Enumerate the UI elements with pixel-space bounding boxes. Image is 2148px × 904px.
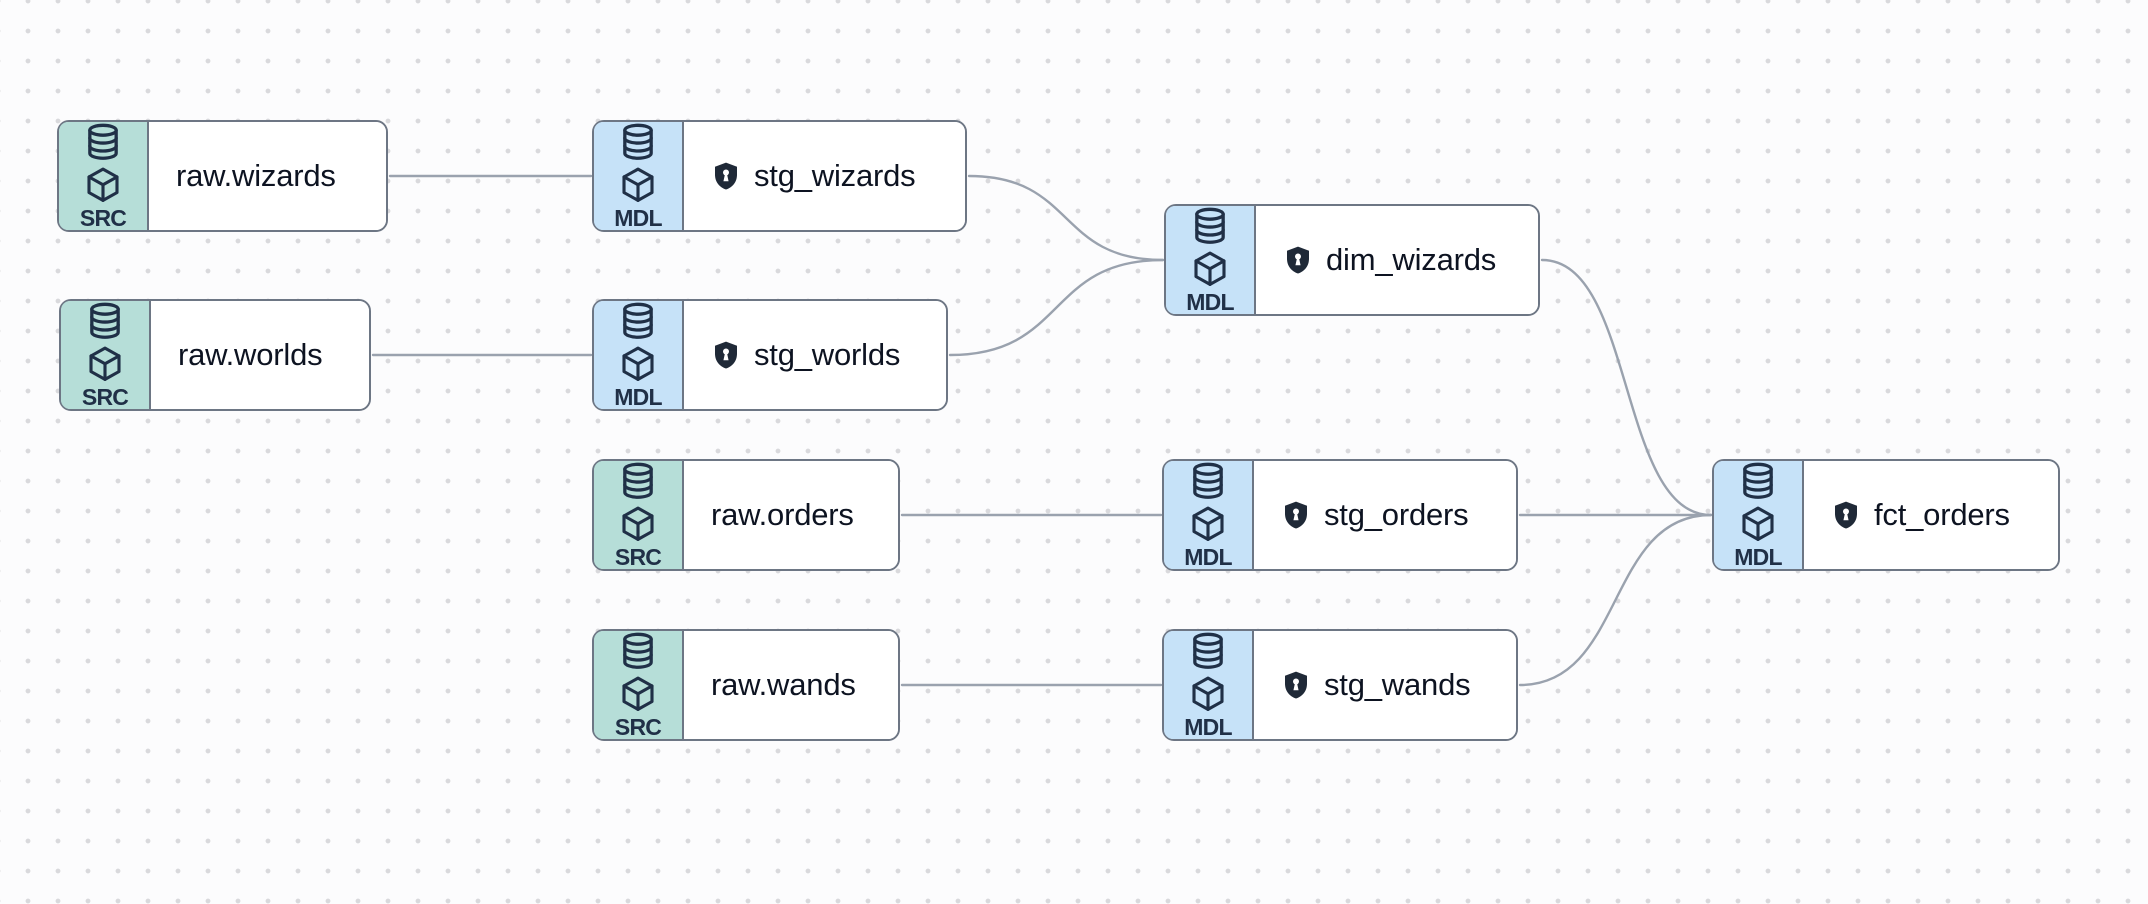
database-icon <box>88 123 118 160</box>
node-label: stg_worlds <box>754 337 901 372</box>
node-type-badge: MDL <box>594 122 684 230</box>
node-type-badge: SRC <box>594 631 684 739</box>
cube-icon <box>622 346 654 381</box>
edge-stg_wizards-to-dim_wizards <box>967 174 1165 262</box>
database-icon <box>1743 462 1773 499</box>
node-label: stg_orders <box>1324 497 1469 532</box>
node-body: raw.wizards <box>149 122 386 230</box>
node-type-label: SRC <box>614 544 662 570</box>
node-label: raw.wands <box>711 667 856 702</box>
node-type-badge: SRC <box>61 301 151 409</box>
shield-icon <box>715 162 737 190</box>
node-body: dim_wizards <box>1256 206 1538 314</box>
node-stg_wands[interactable]: MDL stg_wands <box>1162 629 1518 741</box>
node-type-badge: MDL <box>1166 206 1256 314</box>
node-body: stg_worlds <box>684 301 946 409</box>
database-icon <box>90 302 120 339</box>
node-stg_orders[interactable]: MDL stg_orders <box>1162 459 1518 571</box>
node-stg_wizards[interactable]: MDL stg_wizards <box>592 120 967 232</box>
cube-icon <box>1192 506 1224 541</box>
node-raw_wands[interactable]: SRC raw.wands <box>592 629 900 741</box>
cube-icon <box>1742 506 1774 541</box>
shield-icon <box>1285 671 1307 699</box>
node-type-label: SRC <box>81 384 129 410</box>
database-icon <box>623 462 653 499</box>
node-raw_wizards[interactable]: SRC raw.wizards <box>57 120 388 232</box>
node-dim_wizards[interactable]: MDL dim_wizards <box>1164 204 1540 316</box>
node-type-badge: SRC <box>59 122 149 230</box>
node-type-label: MDL <box>614 384 662 410</box>
cube-icon <box>1194 251 1226 286</box>
node-label: stg_wands <box>1324 667 1471 702</box>
shield-icon <box>1835 501 1857 529</box>
node-label: dim_wizards <box>1326 242 1497 277</box>
node-type-label: MDL <box>1184 544 1232 570</box>
node-body: stg_orders <box>1254 461 1516 569</box>
cube-icon <box>89 346 121 381</box>
node-body: stg_wizards <box>684 122 965 230</box>
node-label: raw.orders <box>711 497 854 532</box>
node-body: fct_orders <box>1804 461 2058 569</box>
node-type-label: MDL <box>1734 544 1782 570</box>
database-icon <box>1193 462 1223 499</box>
node-label: stg_wizards <box>754 158 916 193</box>
cube-icon <box>87 167 119 202</box>
node-type-label: SRC <box>614 714 662 740</box>
edge-stg_wands-to-fct_orders <box>1518 513 1713 687</box>
edge-dim_wizards-to-fct_orders <box>1540 258 1713 517</box>
node-label: raw.worlds <box>178 337 323 372</box>
node-body: stg_wands <box>1254 631 1516 739</box>
database-icon <box>1195 207 1225 244</box>
node-raw_worlds[interactable]: SRC raw.worlds <box>59 299 371 411</box>
node-type-badge: MDL <box>1714 461 1804 569</box>
node-type-label: MDL <box>1184 714 1232 740</box>
node-body: raw.wands <box>684 631 898 739</box>
shield-icon <box>1287 246 1309 274</box>
cube-icon <box>622 506 654 541</box>
node-body: raw.orders <box>684 461 898 569</box>
database-icon <box>1193 632 1223 669</box>
shield-icon <box>715 341 737 369</box>
node-raw_orders[interactable]: SRC raw.orders <box>592 459 900 571</box>
edge-stg_worlds-to-dim_wizards <box>948 258 1165 357</box>
shield-icon <box>1285 501 1307 529</box>
node-stg_worlds[interactable]: MDL stg_worlds <box>592 299 948 411</box>
database-icon <box>623 632 653 669</box>
database-icon <box>623 302 653 339</box>
node-type-badge: SRC <box>594 461 684 569</box>
database-icon <box>623 123 653 160</box>
node-label: raw.wizards <box>176 158 336 193</box>
cube-icon <box>622 167 654 202</box>
node-type-badge: MDL <box>594 301 684 409</box>
node-label: fct_orders <box>1874 497 2010 532</box>
node-type-badge: MDL <box>1164 461 1254 569</box>
node-type-label: SRC <box>79 205 127 231</box>
cube-icon <box>1192 676 1224 711</box>
node-body: raw.worlds <box>151 301 369 409</box>
node-type-label: MDL <box>614 205 662 231</box>
cube-icon <box>622 676 654 711</box>
node-type-badge: MDL <box>1164 631 1254 739</box>
node-type-label: MDL <box>1186 289 1234 315</box>
node-fct_orders[interactable]: MDL fct_orders <box>1712 459 2060 571</box>
